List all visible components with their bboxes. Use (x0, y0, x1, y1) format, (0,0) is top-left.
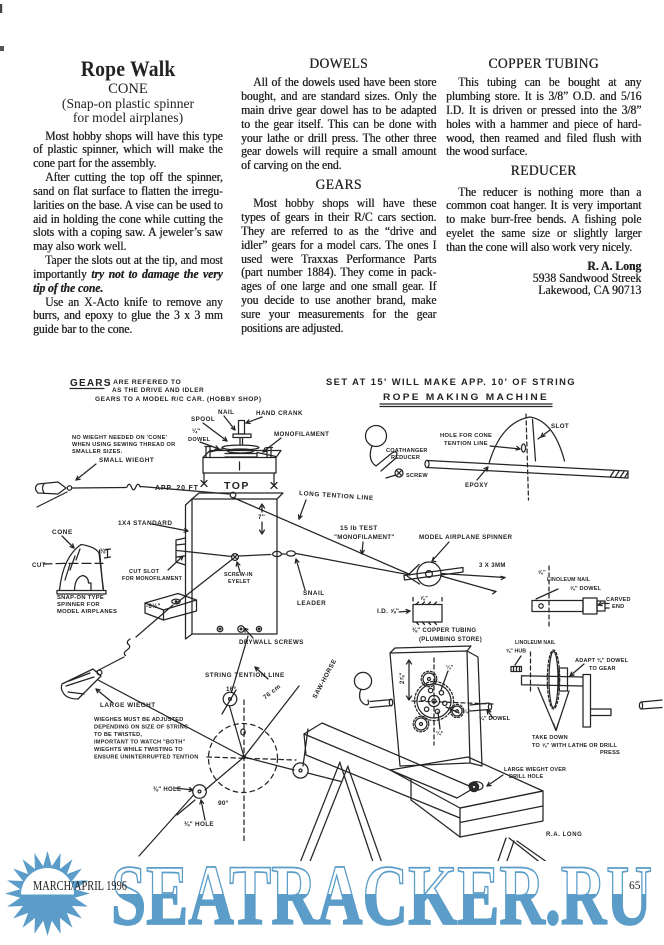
svg-text:TO ⅝" WITH LATHE OR DRILL: TO ⅝" WITH LATHE OR DRILL (532, 743, 618, 749)
svg-text:15 lb TEST: 15 lb TEST (340, 525, 378, 532)
svg-text:CUT SLOT: CUT SLOT (129, 569, 160, 575)
svg-text:MONOFILAMENT: MONOFILAMENT (274, 431, 329, 438)
svg-text:SPINNER FOR: SPINNER FOR (57, 602, 100, 608)
svg-text:STRING TENTION LINE: STRING TENTION LINE (205, 672, 285, 679)
svg-text:EYELET: EYELET (228, 579, 251, 585)
svg-text:LEADER: LEADER (297, 600, 326, 607)
svg-text:SMALL WIEGHT: SMALL WIEGHT (99, 457, 154, 464)
svg-text:TOP: TOP (224, 480, 250, 492)
svg-text:GEARS TO A MODEL R/C CAR. (HOB: GEARS TO A MODEL R/C CAR. (HOBBY SHOP) (95, 396, 262, 403)
svg-text:I.D. ⅝": I.D. ⅝" (377, 608, 399, 615)
svg-text:⅞": ⅞" (420, 596, 428, 602)
svg-text:MODEL AIRPLANES: MODEL AIRPLANES (57, 609, 117, 615)
svg-text:¼°: ¼° (436, 730, 443, 737)
svg-text:COATHANGER: COATHANGER (386, 448, 428, 454)
svg-text:CONE: CONE (52, 529, 73, 536)
svg-text:R.A. LONG: R.A. LONG (546, 832, 582, 838)
svg-text:2⅞": 2⅞" (400, 673, 406, 684)
svg-text:GEARS: GEARS (70, 378, 112, 389)
svg-text:- ARE REFERED TO: - ARE REFERED TO (108, 379, 181, 386)
svg-text:"MONOFILAMENT": "MONOFILAMENT" (334, 534, 395, 541)
svg-text:PRESS: PRESS (600, 750, 620, 756)
svg-text:APP. 20 FT: APP. 20 FT (155, 485, 199, 492)
svg-text:CUT: CUT (32, 562, 46, 569)
svg-text:SCREW-IN: SCREW-IN (224, 572, 253, 578)
svg-text:⅝" HUB: ⅝" HUB (506, 649, 526, 655)
svg-text:TAKE DOWN: TAKE DOWN (532, 735, 568, 741)
svg-text:CARVED: CARVED (606, 597, 631, 603)
svg-text:NAIL: NAIL (218, 409, 234, 416)
svg-text:¼°: ¼° (463, 708, 470, 715)
svg-text:DRYWALL SCREWS: DRYWALL SCREWS (239, 639, 304, 646)
svg-text:AS THE DRIVE AND IDLER: AS THE DRIVE AND IDLER (112, 387, 204, 394)
svg-text:⅜" COPPER TUBING: ⅜" COPPER TUBING (412, 628, 476, 634)
svg-text:DEPENDING ON SIZE OF STRING: DEPENDING ON SIZE OF STRING (94, 725, 189, 731)
svg-text:WIEGHTS WHILE TWISTING TO: WIEGHTS WHILE TWISTING TO (94, 747, 183, 753)
svg-text:⅜" HOLE: ⅜" HOLE (153, 787, 181, 793)
svg-text:LARGE WIEGHT OVER: LARGE WIEGHT OVER (504, 767, 566, 773)
svg-text:3 X 3MM: 3 X 3MM (479, 563, 506, 569)
svg-text:WHEN USING SEWING THREAD OR: WHEN USING SEWING THREAD OR (72, 442, 176, 448)
svg-text:EPOXY: EPOXY (465, 482, 489, 489)
svg-text:¼" DOWEL: ¼" DOWEL (479, 715, 511, 722)
svg-text:TO BE TWISTED,: TO BE TWISTED, (94, 732, 142, 738)
svg-text:HAND CRANK: HAND CRANK (256, 410, 303, 417)
svg-text:(PLUMBING STORE): (PLUMBING STORE) (419, 637, 482, 643)
svg-text:FOR MONOFILAMENT: FOR MONOFILAMENT (122, 576, 183, 582)
svg-text:SEATRACKER.RU: SEATRACKER.RU (111, 847, 652, 943)
svg-text:SCREW: SCREW (406, 473, 428, 479)
svg-text:⅜" HOLE: ⅜" HOLE (184, 821, 214, 828)
svg-text:ENSURE UNINTERRUPTED TENTION: ENSURE UNINTERRUPTED TENTION (94, 755, 198, 761)
svg-text:WIEGHES MUST BE ADJUSTED: WIEGHES MUST BE ADJUSTED (94, 717, 183, 723)
svg-text:TENTION LINE: TENTION LINE (444, 441, 488, 447)
svg-text:16°: 16° (226, 686, 236, 693)
svg-text:⅜": ⅜" (100, 549, 108, 555)
svg-text:SEATRACKER.RU: SEATRACKER.RU (111, 847, 652, 943)
svg-text:SNAIL: SNAIL (303, 590, 325, 597)
svg-text:SLOT: SLOT (551, 423, 569, 430)
svg-text:MODEL AIRPLANE SPINNER: MODEL AIRPLANE SPINNER (419, 534, 513, 541)
svg-text:SPOOL: SPOOL (191, 416, 215, 423)
svg-text:¼": ¼" (192, 428, 200, 435)
svg-text:MARCH/APRIL 1996: MARCH/APRIL 1996 (33, 878, 127, 893)
svg-text:65: 65 (629, 880, 641, 892)
svg-text:SMALLER SIZES.: SMALLER SIZES. (72, 449, 123, 455)
svg-text:IMPORTANT TO WATCH "BOTH": IMPORTANT TO WATCH "BOTH" (94, 740, 186, 746)
svg-text:7": 7" (258, 514, 265, 521)
svg-text:SET AT 15' WILL MAKE APP. 10': SET AT 15' WILL MAKE APP. 10' OF STRING (326, 377, 576, 387)
svg-text:ADAPT ⅜" DOWEL: ADAPT ⅜" DOWEL (575, 658, 629, 664)
svg-text:DOWEL: DOWEL (188, 437, 211, 443)
svg-text:REDUCER: REDUCER (391, 455, 420, 461)
svg-text:LINOLEUM NAIL: LINOLEUM NAIL (547, 577, 591, 583)
svg-text:¼": ¼" (446, 664, 454, 671)
svg-text:⅝": ⅝" (538, 570, 546, 576)
svg-text:END: END (612, 604, 624, 610)
svg-text:90°: 90° (218, 799, 229, 807)
svg-text:LARGE WIEGHT: LARGE WIEGHT (100, 702, 156, 709)
svg-text:⅝" DOWEL: ⅝" DOWEL (570, 586, 602, 592)
svg-text:ROPE MAKING MACHINE: ROPE MAKING MACHINE (383, 392, 549, 403)
svg-text:TO GEAR: TO GEAR (589, 666, 616, 672)
svg-text:DRILL HOLE: DRILL HOLE (509, 774, 543, 780)
svg-text:HOLE FOR CONE: HOLE FOR CONE (440, 433, 492, 439)
svg-text:SNAP-ON TYPE: SNAP-ON TYPE (57, 595, 104, 601)
svg-text:1X4 STANDARD: 1X4 STANDARD (118, 520, 173, 527)
svg-text:NO WIEGHT NEEDED ON 'CONE': NO WIEGHT NEEDED ON 'CONE' (72, 435, 168, 441)
svg-text:LINOLEUM NAIL: LINOLEUM NAIL (515, 640, 555, 646)
